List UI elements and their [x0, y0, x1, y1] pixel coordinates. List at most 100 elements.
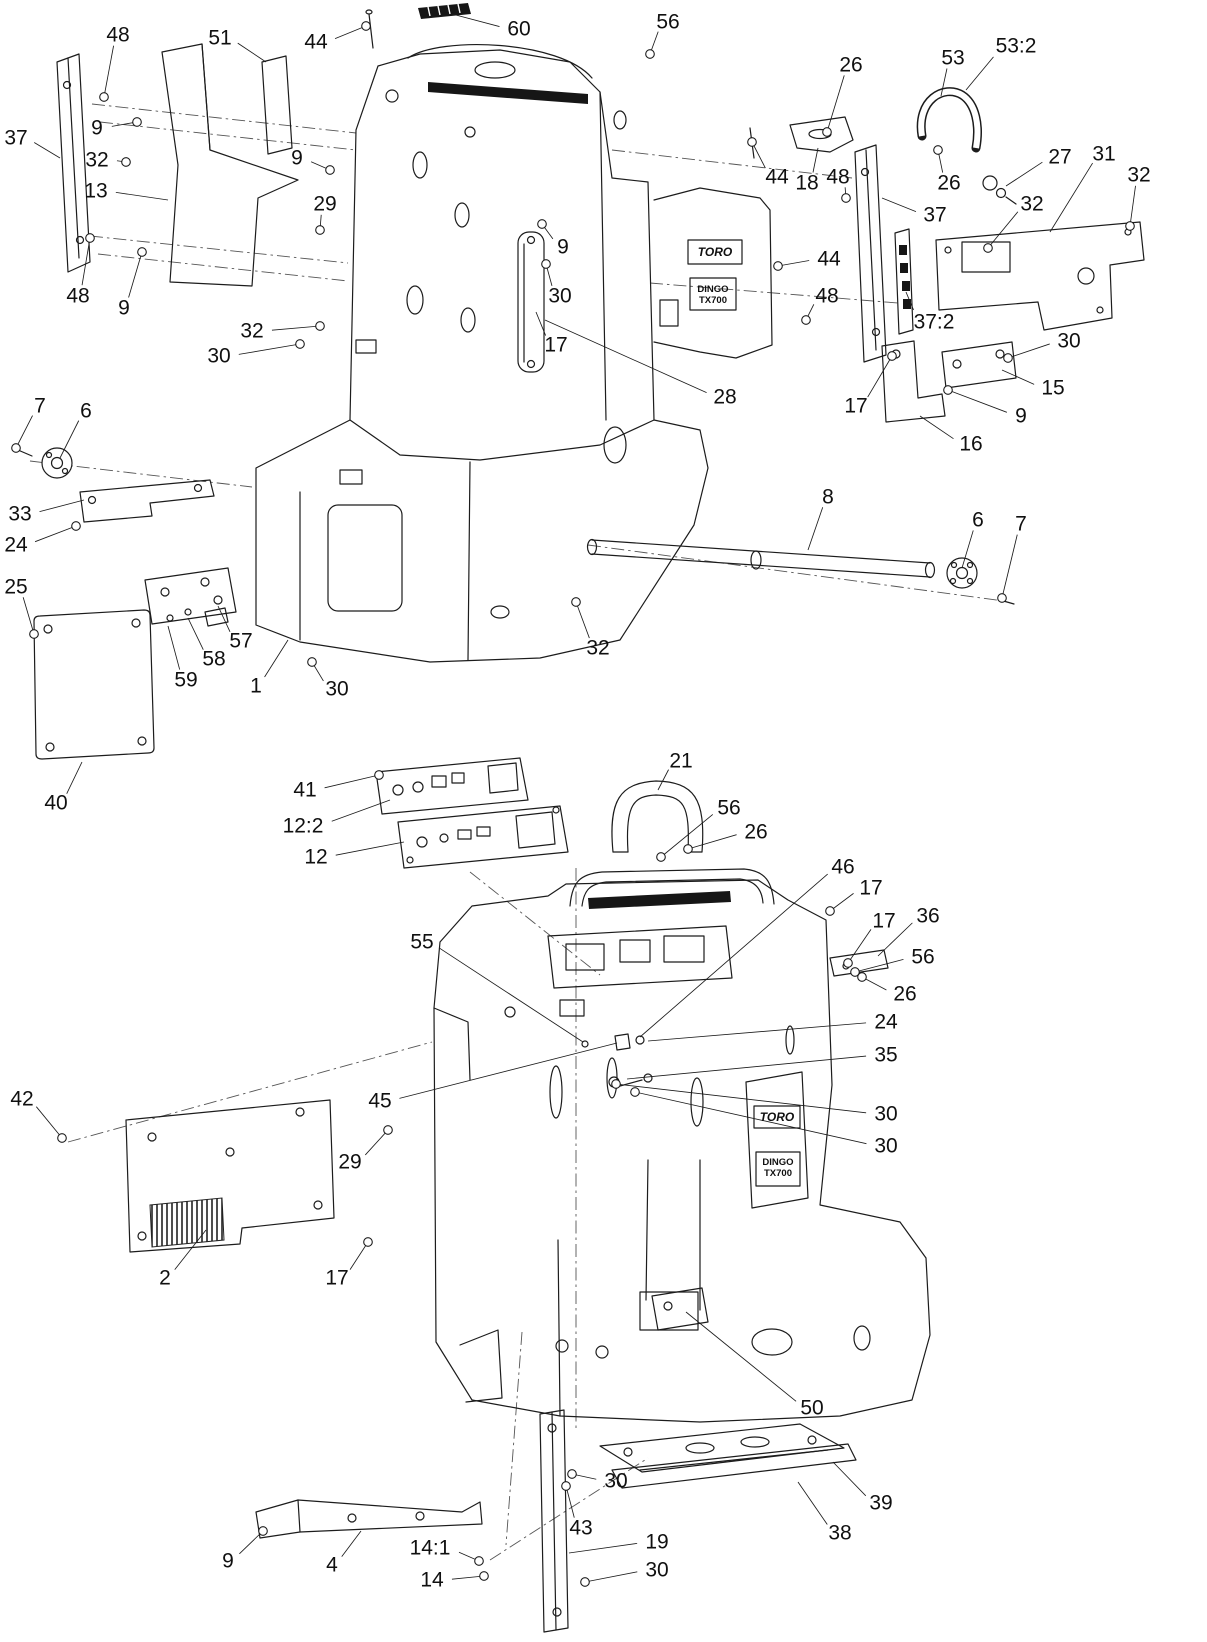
handle-loop-21 [611, 780, 704, 853]
fastener-mark-56 [656, 852, 666, 862]
leader-line-12 [335, 841, 405, 856]
callout-lower-41: 41 [293, 779, 316, 802]
leader-line-59 [167, 625, 181, 670]
fastener-mark-30 [611, 1079, 621, 1089]
leader-line-6 [961, 530, 974, 569]
fastener-mark-17 [887, 351, 897, 361]
fastener-mark-32 [571, 597, 581, 607]
leader-line-17 [535, 311, 547, 336]
control-panel-12-2 [375, 757, 529, 815]
fastener-mark-26 [683, 844, 693, 854]
leader-line-4 [341, 1530, 362, 1557]
fastener-marks-layer [11, 21, 1135, 1587]
leader-line-8 [807, 507, 824, 551]
leader-line-16 [919, 415, 954, 440]
callout-upper-7: 7 [34, 395, 46, 418]
leader-line-26 [687, 834, 737, 850]
leader-line-51 [237, 42, 267, 63]
fastener-mark-14 [479, 1571, 489, 1581]
leader-line-30 [238, 343, 301, 355]
rail-37-right [854, 144, 887, 363]
strip-37-2 [894, 228, 914, 335]
leader-line-18 [812, 147, 819, 173]
leader-line-41 [324, 774, 380, 789]
mount-57-59 [144, 567, 237, 627]
callout-upper-9: 9 [557, 236, 569, 259]
fastener-mark-48 [99, 92, 109, 102]
leader-line-9 [239, 1530, 264, 1555]
leader-line-27 [1005, 161, 1043, 187]
leader-line-56 [660, 814, 714, 858]
callout-upper-48: 48 [106, 24, 129, 47]
main-frame-1 [255, 43, 773, 663]
leader-line-32 [271, 325, 321, 331]
callout-upper-15: 15 [1041, 377, 1064, 400]
callout-upper-59: 59 [174, 669, 197, 692]
callout-upper-37:2: 37:2 [914, 311, 955, 334]
leader-line-30 [584, 1571, 638, 1583]
decal-60 [418, 3, 471, 19]
clip-27 [982, 175, 1017, 205]
fastener-mark-30 [567, 1469, 577, 1479]
callout-upper-48: 48 [815, 285, 838, 308]
center-lines-lower [67, 868, 649, 1561]
leader-line-17 [829, 893, 854, 912]
leader-line-35 [626, 1055, 867, 1080]
callout-upper-1: 1 [250, 675, 262, 698]
bracket-4 [255, 1499, 483, 1539]
leader-line-38 [797, 1481, 828, 1525]
leader-line-21 [657, 769, 669, 791]
callout-lower-38: 38 [828, 1522, 851, 1545]
leader-line-48 [103, 45, 115, 98]
fastener-mark-17 [825, 906, 835, 916]
callout-upper-16: 16 [959, 433, 982, 456]
fastener-mark-56 [850, 967, 860, 977]
bracket-15 [941, 341, 1017, 389]
callout-upper-60: 60 [507, 18, 530, 41]
leader-line-45 [399, 1042, 618, 1099]
leader-line-43 [565, 1485, 575, 1518]
callout-upper-37: 37 [923, 204, 946, 227]
callout-lower-9: 9 [222, 1550, 234, 1573]
callout-lower-29: 29 [338, 1151, 361, 1174]
leader-line-1 [264, 639, 289, 678]
fastener-mark-29 [315, 225, 325, 235]
part-label-toro: TORO [760, 1110, 795, 1124]
callout-lower-12:2: 12:2 [283, 815, 324, 838]
fastener-mark-48 [85, 233, 95, 243]
leader-line-55 [438, 947, 584, 1043]
leader-line-44 [777, 260, 810, 267]
fastener-mark-17 [843, 958, 853, 968]
callout-upper-44: 44 [765, 166, 789, 189]
leader-line-53:2 [965, 56, 994, 91]
leader-line-39 [832, 1461, 867, 1497]
fastener-mark-9 [137, 247, 147, 257]
panel-2 [125, 1099, 335, 1253]
callout-upper-9: 9 [118, 297, 130, 320]
skid-plate-39 [599, 1423, 845, 1473]
leader-line-19 [568, 1542, 638, 1554]
callout-lower-50: 50 [800, 1397, 823, 1420]
cylinder-28 [517, 231, 545, 373]
fastener-mark-7 [11, 443, 21, 453]
leader-line-17 [349, 1241, 369, 1270]
leader-line-32 [1129, 185, 1136, 227]
leader-line-7 [1001, 534, 1018, 599]
callout-lower-56: 56 [911, 946, 934, 969]
callout-lower-24: 24 [874, 1011, 898, 1034]
leader-line-30 [634, 1091, 867, 1145]
callout-upper-32: 32 [1020, 193, 1043, 216]
callout-upper-13: 13 [84, 180, 107, 203]
fastener-mark-7 [997, 593, 1007, 603]
panel-13 [161, 43, 299, 287]
callout-lower-30: 30 [874, 1135, 897, 1158]
callout-lower-19: 19 [645, 1531, 668, 1554]
fastener-mark-41 [374, 770, 384, 780]
fastener-mark-44 [773, 261, 783, 271]
part-label-tx700: TX700 [699, 295, 727, 306]
leader-line-42 [35, 1106, 63, 1139]
callout-lower-17: 17 [872, 910, 895, 933]
fastener-mark-42 [57, 1133, 67, 1143]
leader-line-56 [854, 958, 904, 973]
callout-upper-33: 33 [8, 503, 31, 526]
